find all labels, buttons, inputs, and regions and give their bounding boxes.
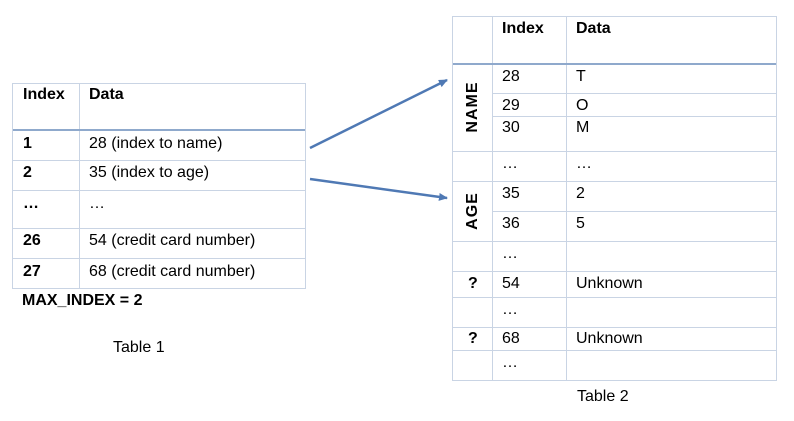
table-2-data-cell: 2 [576,185,585,202]
table-1-row-divider [13,190,305,191]
unknown-mark: ? [468,275,478,292]
table-2-index-cell: 54 [502,275,520,292]
table-2-data-cell: 5 [576,215,585,232]
table-2-index-cell: … [502,245,518,262]
table-1-index-cell: 2 [23,164,32,181]
table-2: Index Data NAME AGE 28 T 29 O 30 M … … 3… [452,16,777,381]
table-2-row-divider [453,181,776,182]
table-2-col-divider [492,17,493,380]
table-1-row-divider [13,160,305,161]
table-2-data-cell: O [576,97,589,114]
table-1-caption: Table 1 [113,339,165,356]
table-2-index-cell: 68 [502,330,520,347]
table-1-index-cell: 1 [23,135,32,152]
table-2-row-divider [453,327,776,328]
table-2-data-cell: … [576,155,592,172]
table-1-data-cell: 35 (index to age) [89,164,210,181]
table-2-row-divider [453,271,776,272]
table-1-data-cell: 68 (credit card number) [89,263,256,280]
table-2-row-divider [453,297,776,298]
table-2-data-cell: Unknown [576,330,643,347]
group-label-age: AGE [464,192,481,230]
table-2-index-cell: 29 [502,97,520,114]
table-2-index-cell: … [502,354,518,371]
max-index-label: MAX_INDEX = 2 [22,292,143,309]
table-2-row-divider [453,350,776,351]
table-1-data-cell: 54 (credit card number) [89,232,256,249]
table-2-row-divider [453,241,776,242]
table-1-index-cell: 26 [23,232,41,249]
table-2-index-cell: 28 [502,68,520,85]
table-1: Index Data 1 28 (index to name) 2 35 (in… [12,83,306,289]
table-2-index-cell: 30 [502,119,520,136]
table-2-header-rule [453,63,776,65]
table-2-index-cell: … [502,155,518,172]
table-2-data-cell: M [576,119,590,136]
table-1-col-divider [79,84,80,288]
arrow-to-name [309,78,448,150]
table-2-index-cell: … [502,301,518,318]
table-1-row-divider [13,258,305,259]
table-2-col-divider [566,17,567,380]
table-2-caption: Table 2 [577,388,629,405]
table-2-row-divider [453,151,776,152]
table-1-header-rule [13,129,305,131]
table-1-index-cell: … [23,195,39,212]
table-1-data-cell: … [89,195,105,212]
unknown-mark: ? [468,330,478,347]
table-2-data-cell: T [576,68,586,85]
table-2-data-cell: Unknown [576,275,643,292]
table-1-header-index: Index [23,86,65,103]
table-1-data-cell: 28 (index to name) [89,135,223,152]
table-2-index-cell: 35 [502,185,520,202]
table-2-row-divider [492,93,776,94]
table-2-row-divider [492,211,776,212]
table-1-index-cell: 27 [23,263,41,280]
arrow-to-age [309,177,448,201]
table-2-index-cell: 36 [502,215,520,232]
table-2-row-divider [492,116,776,117]
table-1-header-data: Data [89,86,124,103]
table-2-header-data: Data [576,20,611,37]
group-label-name: NAME [464,81,481,133]
table-1-row-divider [13,228,305,229]
table-2-header-index: Index [502,20,544,37]
